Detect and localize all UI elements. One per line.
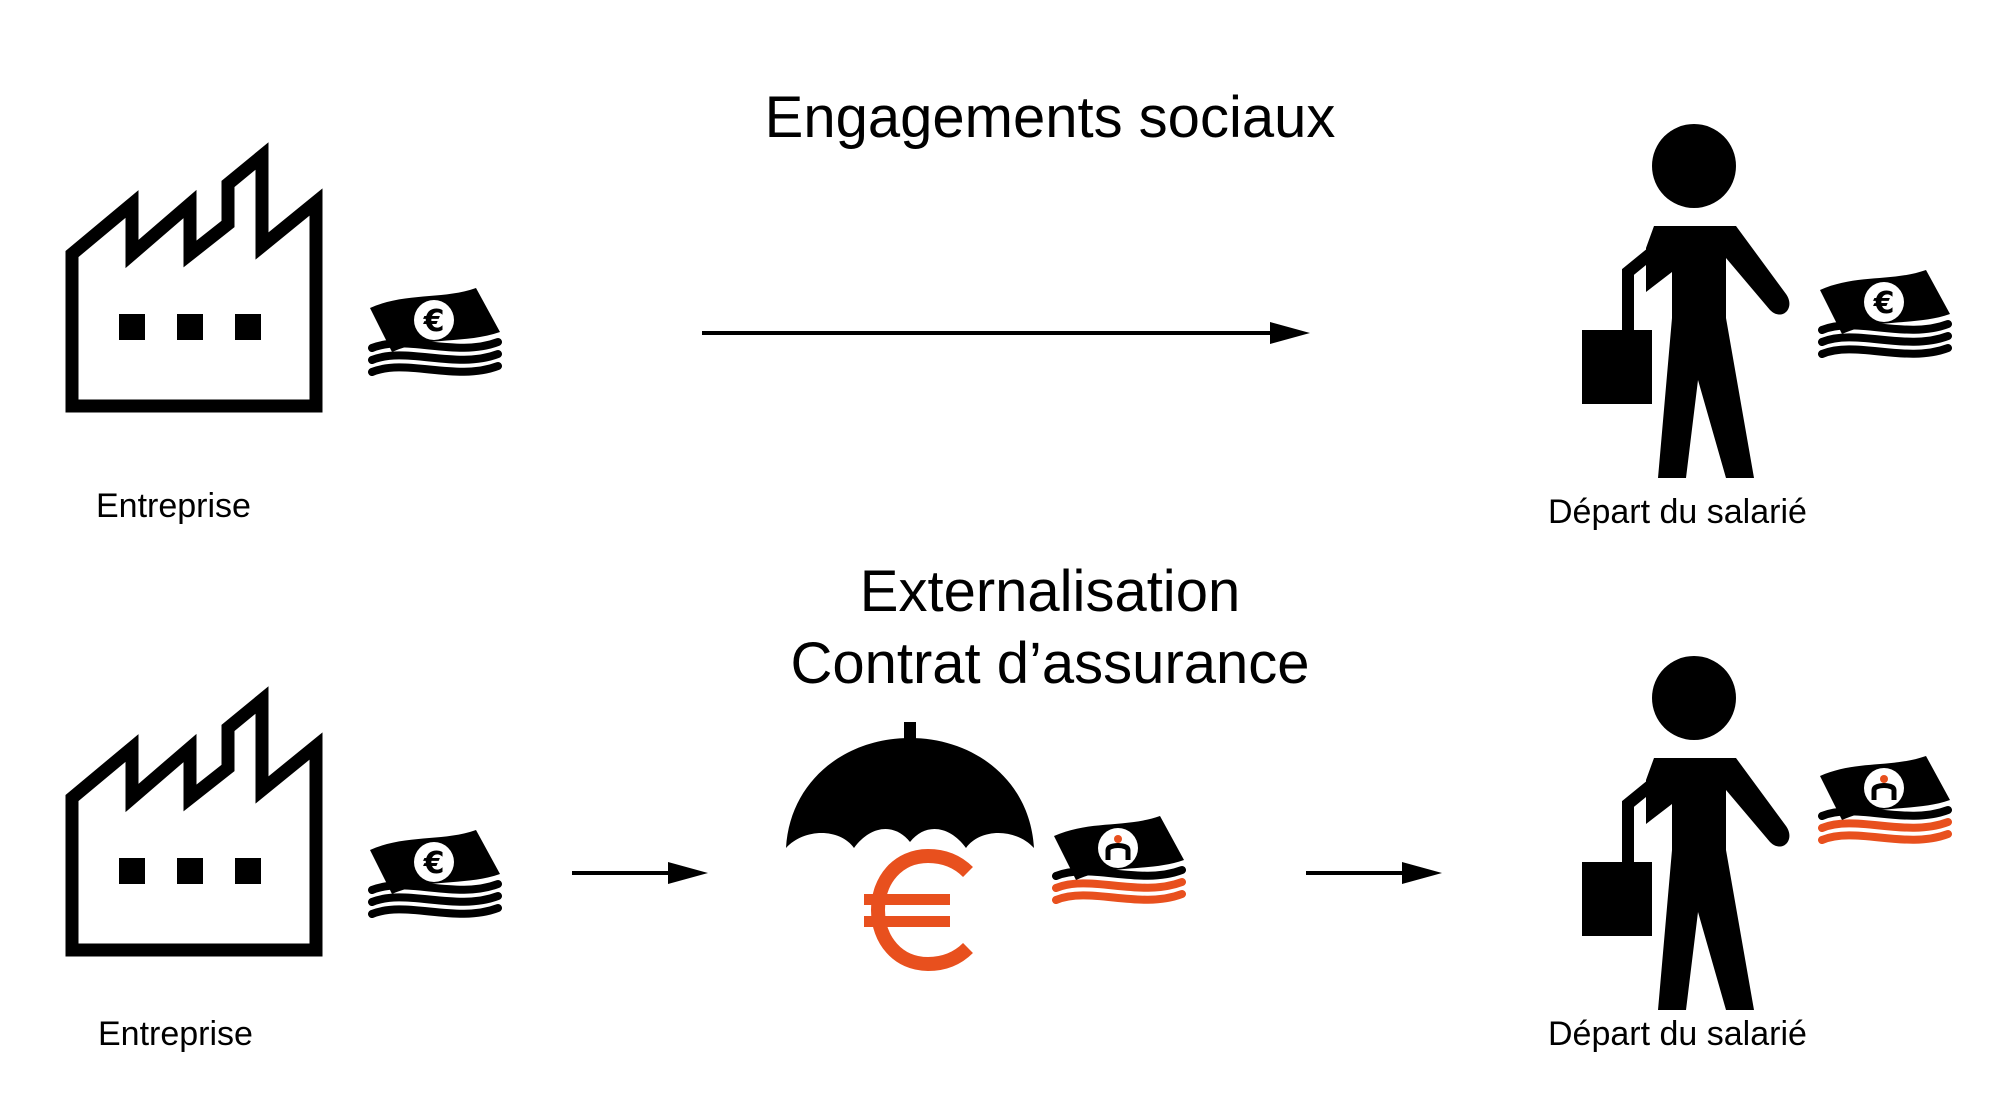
money-stack-icon bbox=[1816, 748, 1956, 868]
svg-text:€: € bbox=[423, 846, 445, 881]
bottom-title-line2: Contrat d’assurance bbox=[790, 631, 1310, 696]
money-stack-icon: € bbox=[366, 280, 506, 400]
arrow-icon bbox=[702, 318, 1312, 348]
arrow-icon bbox=[1306, 858, 1446, 888]
factory-icon bbox=[64, 680, 324, 960]
target-label: Départ du salarié bbox=[1548, 493, 1807, 531]
money-stack-icon bbox=[1050, 808, 1190, 928]
svg-text:€: € bbox=[423, 304, 445, 339]
euro-icon bbox=[860, 848, 980, 972]
bottom-title-line1: Externalisation bbox=[859, 559, 1241, 624]
arrow-icon bbox=[572, 858, 712, 888]
employee-with-briefcase-icon bbox=[1576, 654, 1806, 1014]
source-label: Entreprise bbox=[96, 487, 251, 525]
top-title: Engagements sociaux bbox=[764, 85, 1336, 150]
umbrella-icon bbox=[780, 720, 1040, 860]
money-stack-icon: € bbox=[1816, 262, 1956, 382]
money-stack-icon: € bbox=[366, 822, 506, 942]
employee-with-briefcase-icon bbox=[1576, 122, 1806, 482]
target-label: Départ du salarié bbox=[1548, 1015, 1807, 1053]
svg-text:€: € bbox=[1873, 286, 1895, 321]
factory-icon bbox=[64, 136, 324, 416]
source-label: Entreprise bbox=[98, 1015, 253, 1053]
